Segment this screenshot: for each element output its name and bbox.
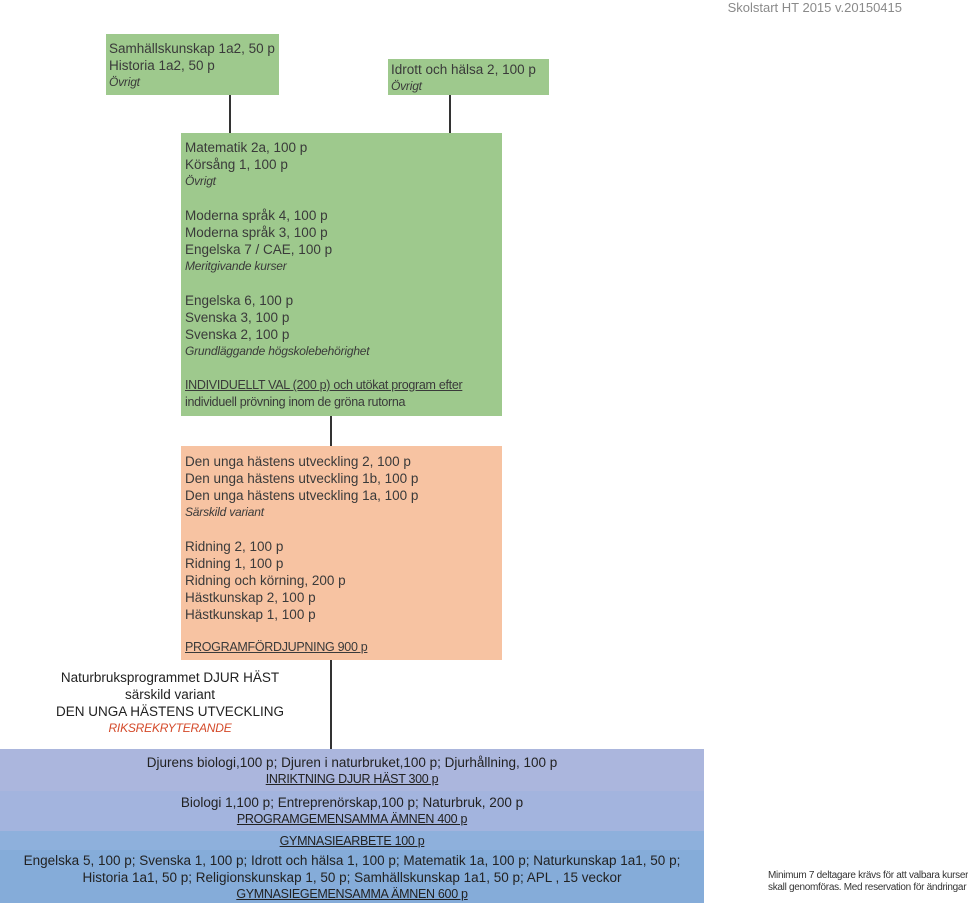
program-label: Naturbruksprogrammet DJUR HÄST särskild … bbox=[40, 669, 300, 737]
connector-line bbox=[330, 416, 332, 446]
course-line: Den unga hästens utveckling 1b, 100 p bbox=[185, 471, 419, 486]
course-line: Hästkunskap 2, 100 p bbox=[185, 590, 316, 605]
course-line: Engelska 6, 100 p bbox=[185, 293, 294, 308]
gymnasiegemensamma-title: GYMNASIEGEMENSAMMA ÄMNEN 600 p bbox=[236, 887, 468, 901]
course-line: Den unga hästens utveckling 1a, 100 p bbox=[185, 488, 419, 503]
category-label: Grundläggande högskolebehörighet bbox=[185, 344, 370, 358]
programgemensamma-courses: Biologi 1,100 p; Entreprenörskap,100 p; … bbox=[180, 795, 524, 810]
bar-inriktning: Djurens biologi,100 p; Djuren i naturbru… bbox=[0, 749, 704, 791]
category-label: Övrigt bbox=[109, 75, 140, 89]
box-programfordjupning: Den unga hästens utveckling 2, 100 p Den… bbox=[181, 446, 502, 660]
connector-line bbox=[449, 95, 451, 133]
course-line: Hästkunskap 1, 100 p bbox=[185, 607, 316, 622]
program-variant-name: DEN UNGA HÄSTENS UTVECKLING bbox=[55, 704, 285, 719]
footnote-line: Minimum 7 deltagare krävs för att valbar… bbox=[768, 870, 968, 881]
course-line: Svenska 3, 100 p bbox=[185, 310, 290, 325]
category-label: Övrigt bbox=[185, 174, 216, 188]
riksrekryterande-label: RIKSREKRYTERANDE bbox=[108, 721, 232, 735]
course-line: Matematik 2a, 100 p bbox=[185, 140, 308, 155]
course-line: Historia 1a2, 50 p bbox=[109, 58, 215, 73]
course-line: Moderna språk 4, 100 p bbox=[185, 208, 328, 223]
footnote: Minimum 7 deltagare krävs för att valbar… bbox=[768, 870, 968, 894]
individual-choice-line: INDIVIDUELLT VAL (200 p) och utökat prog… bbox=[185, 378, 463, 392]
bar-programgemensamma: Biologi 1,100 p; Entreprenörskap,100 p; … bbox=[0, 791, 704, 831]
course-line: Den unga hästens utveckling 2, 100 p bbox=[185, 454, 411, 469]
course-line: Engelska 7 / CAE, 100 p bbox=[185, 242, 333, 257]
connector-line bbox=[229, 95, 231, 133]
program-variant: särskild variant bbox=[124, 687, 216, 702]
course-line: Ridning 1, 100 p bbox=[185, 556, 284, 571]
gymnasiearbete-title: GYMNASIEARBETE 100 p bbox=[279, 834, 425, 848]
category-label: Särskild variant bbox=[185, 505, 264, 519]
bar-gymnasiearbete: GYMNASIEARBETE 100 p bbox=[0, 831, 704, 850]
gymnasiegemensamma-courses: Historia 1a1, 50 p; Religionskunskap 1, … bbox=[82, 870, 622, 885]
inriktning-title: INRIKTNING DJUR HÄST 300 p bbox=[265, 772, 439, 786]
footnote-line: skall genomföras. Med reservation för än… bbox=[768, 882, 967, 893]
category-label: Meritgivande kurser bbox=[185, 259, 287, 273]
box-samhallskunskap: Samhällskunskap 1a2, 50 p Historia 1a2, … bbox=[106, 34, 279, 95]
category-label: Övrigt bbox=[391, 79, 422, 93]
programgemensamma-title: PROGRAMGEMENSAMMA ÄMNEN 400 p bbox=[236, 812, 468, 826]
section-title: PROGRAMFÖRDJUPNING 900 p bbox=[185, 640, 368, 654]
course-line: Idrott och hälsa 2, 100 p bbox=[391, 62, 536, 77]
bar-gymnasiegemensamma: Engelska 5, 100 p; Svenska 1, 100 p; Idr… bbox=[0, 850, 704, 903]
inriktning-courses: Djurens biologi,100 p; Djuren i naturbru… bbox=[146, 755, 558, 770]
course-line: Svenska 2, 100 p bbox=[185, 327, 290, 342]
gymnasiegemensamma-courses: Engelska 5, 100 p; Svenska 1, 100 p; Idr… bbox=[23, 853, 681, 868]
individual-choice-line: individuell prövning inom de gröna rutor… bbox=[185, 395, 406, 409]
course-line: Ridning 2, 100 p bbox=[185, 539, 284, 554]
course-line: Samhällskunskap 1a2, 50 p bbox=[109, 41, 275, 56]
connector-line bbox=[330, 660, 332, 749]
program-name: Naturbruksprogrammet DJUR HÄST bbox=[60, 670, 280, 685]
box-valbara-kurser: Matematik 2a, 100 p Körsång 1, 100 p Övr… bbox=[181, 133, 502, 416]
course-line: Ridning och körning, 200 p bbox=[185, 573, 346, 588]
box-idrott: Idrott och hälsa 2, 100 p Övrigt bbox=[388, 59, 549, 95]
course-line: Moderna språk 3, 100 p bbox=[185, 225, 328, 240]
version-label: Skolstart HT 2015 v.20150415 bbox=[727, 0, 902, 15]
course-line: Körsång 1, 100 p bbox=[185, 157, 288, 172]
